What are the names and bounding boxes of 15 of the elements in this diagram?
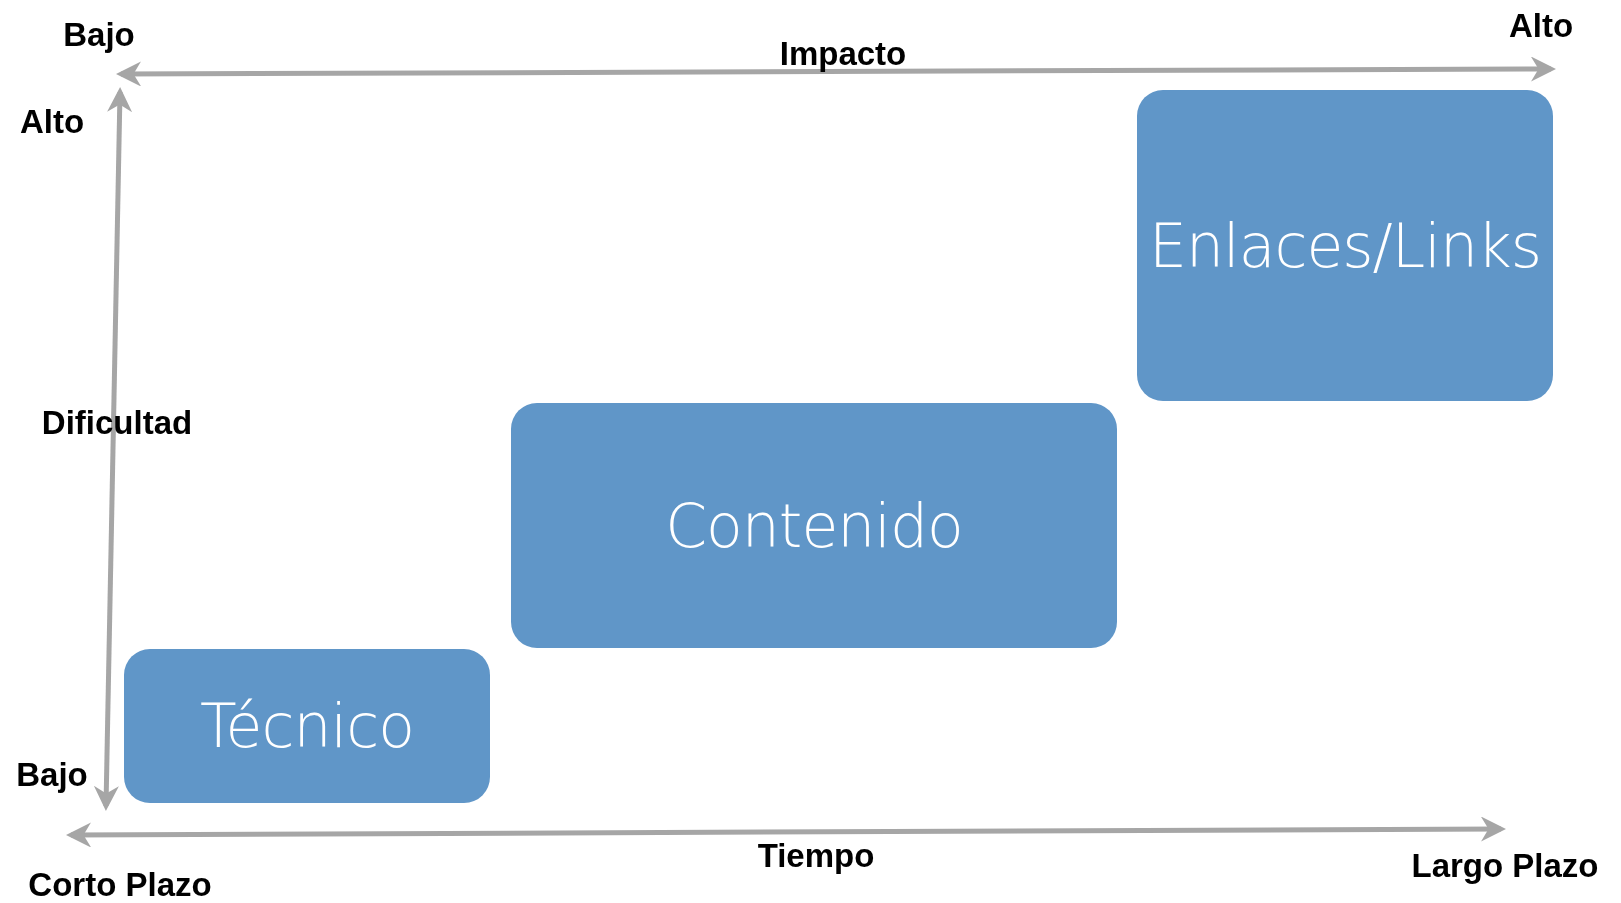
axis-end-label: Bajo bbox=[63, 16, 135, 54]
axis-title: Impacto bbox=[779, 35, 907, 73]
axis-end-label: Corto Plazo bbox=[28, 866, 212, 903]
axis-end-label: Alto bbox=[19, 103, 85, 141]
axis-title: Tiempo bbox=[757, 837, 875, 875]
axis-end-label: Largo Plazo bbox=[1411, 847, 1599, 885]
category-box bbox=[1137, 90, 1553, 401]
category-box bbox=[511, 403, 1117, 648]
category-label: Técnico bbox=[200, 691, 414, 761]
category-label: Enlaces/Links bbox=[1149, 210, 1541, 281]
axis-end-label: Bajo bbox=[16, 756, 88, 794]
category-label: Contenido bbox=[665, 490, 963, 561]
axis-title: Dificultad bbox=[41, 404, 193, 442]
axis-end-label: Alto bbox=[1508, 7, 1574, 45]
category-box bbox=[124, 649, 490, 803]
